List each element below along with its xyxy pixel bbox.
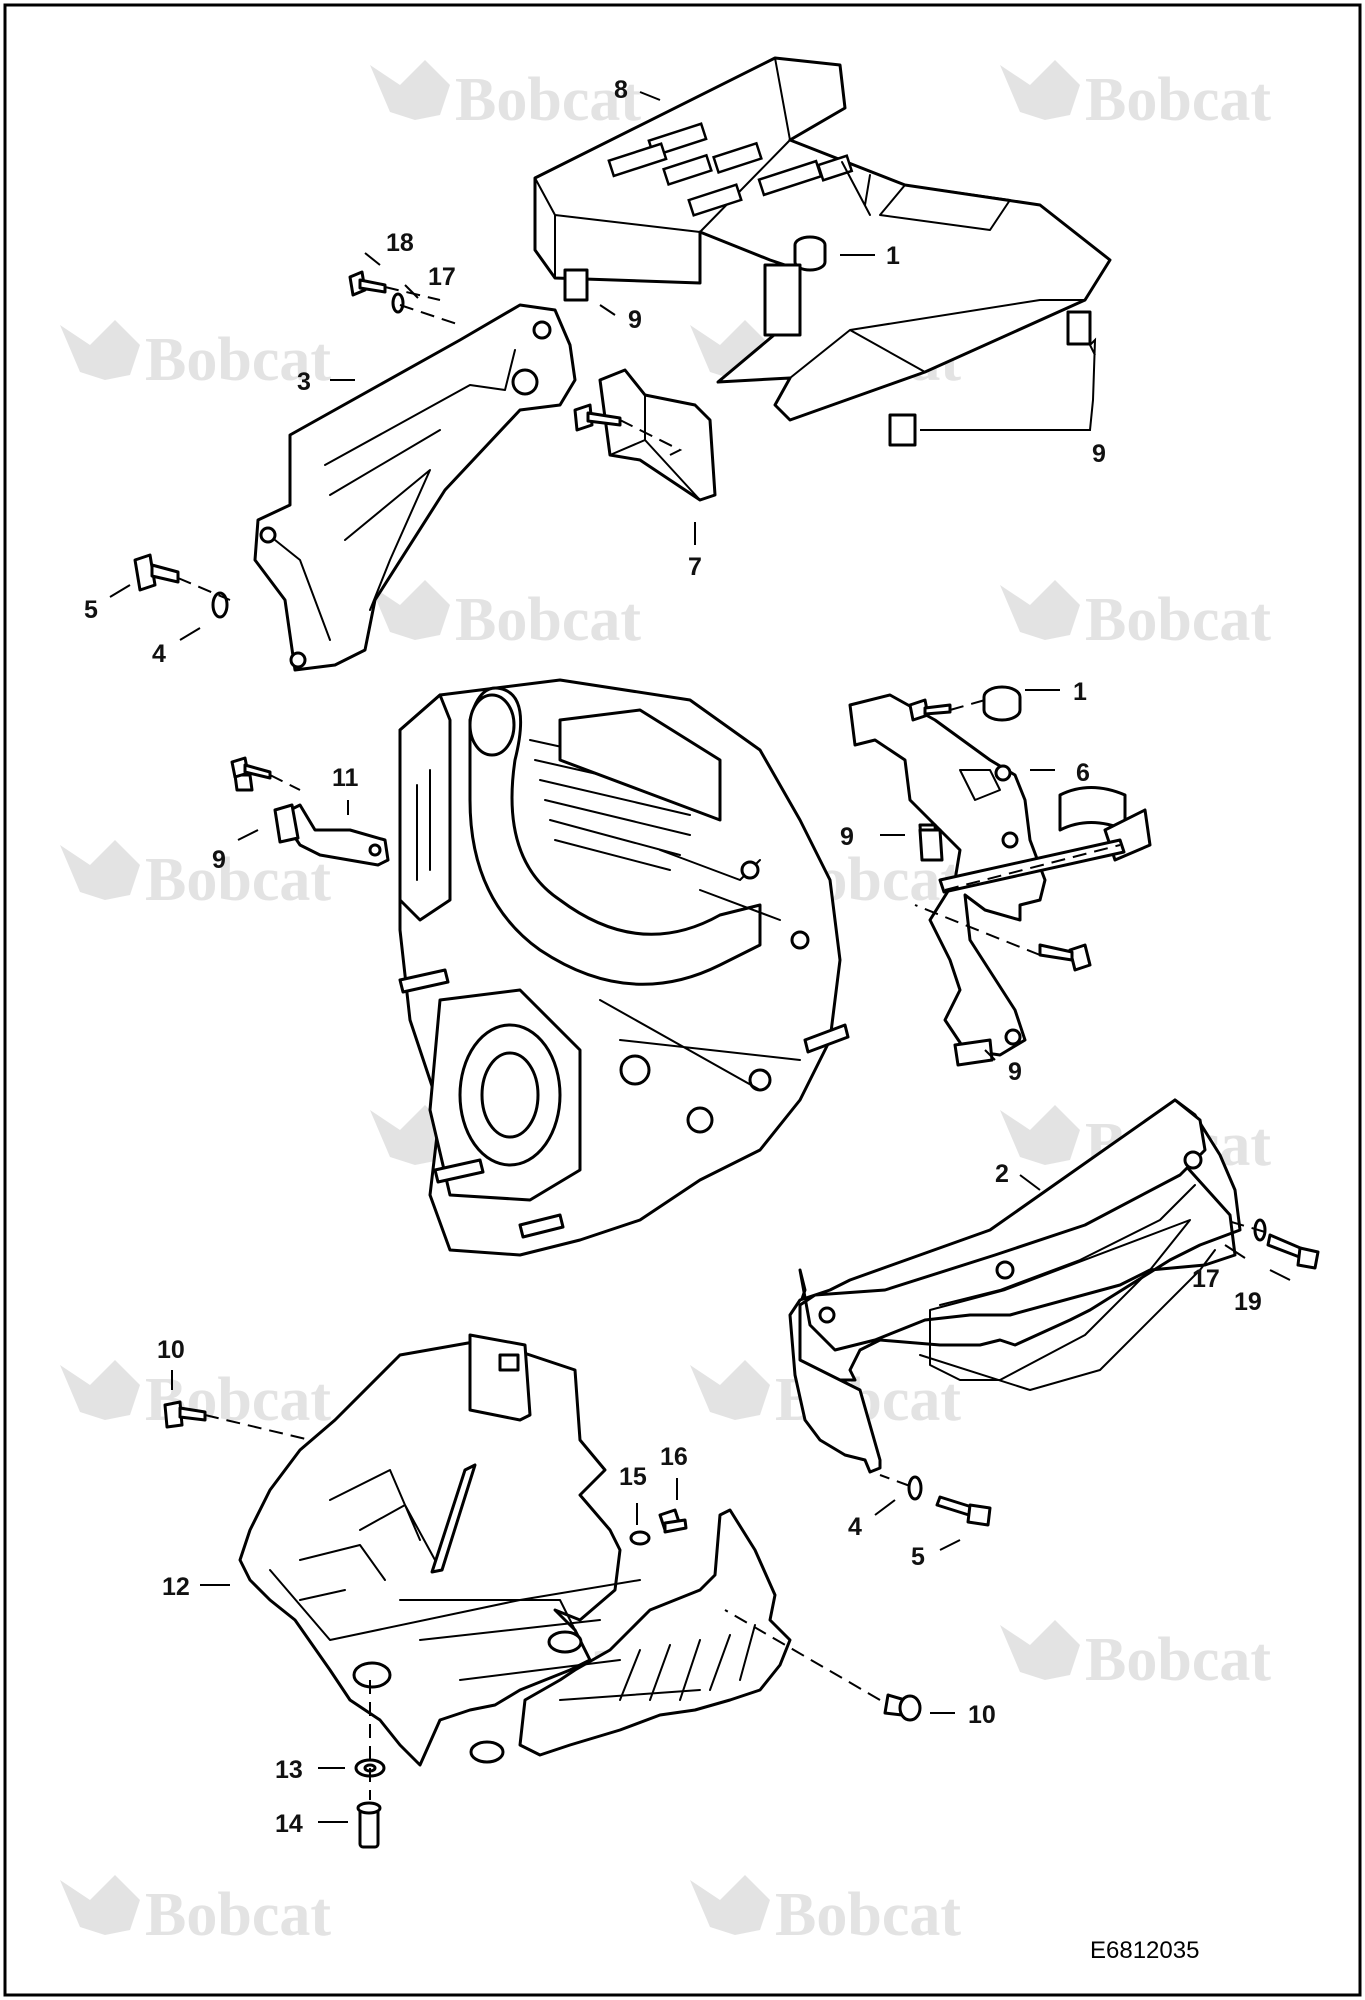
bobcat-logo-icon [60,1360,140,1420]
callout-8: 8 [614,76,628,104]
callout-4: 4 [848,1513,862,1541]
callout-5: 5 [84,596,98,624]
diagram-frame [3,3,1362,1997]
bobcat-logo-icon [1000,580,1080,640]
callout-14: 14 [275,1810,303,1838]
watermark-text: Bobcat [145,846,331,914]
mount-plate-6-part [848,685,1047,1067]
watermark-text: Bobcat [455,66,641,134]
callout-7: 7 [688,553,702,581]
bobcat-logo-icon [370,60,450,120]
callout-16: 16 [660,1443,688,1471]
callout-17: 17 [1192,1265,1220,1293]
bobcat-logo-icon [1000,60,1080,120]
callout-9: 9 [1092,440,1106,468]
bobcat-logo-icon [690,1875,770,1935]
callout-9: 9 [212,846,226,874]
watermark-tile: Bobcat [1000,580,1271,654]
bobcat-logo-icon [370,580,450,640]
watermark-text: Bobcat [1085,586,1271,654]
small-clip-11-part [233,773,390,867]
left-side-bracket-part [253,303,577,672]
bobcat-logo-icon [60,320,140,380]
watermark-text: Bobcat [1085,66,1271,134]
watermark-tile: Bobcat [60,840,331,914]
callout-5: 5 [911,1543,925,1571]
watermark-tile: Bobcat [1000,60,1271,134]
callout-13: 13 [275,1756,303,1784]
callout-19: 19 [1234,1288,1262,1316]
watermark-tile: Bobcat [690,1875,961,1949]
callout-9: 9 [628,306,642,334]
watermark-tile: Bobcat [370,580,641,654]
watermark-text: Bobcat [775,1881,961,1949]
callout-labels: 8 1 18 17 9 3 9 7 5 4 1 6 11 9 9 9 2 17 … [84,76,1262,1838]
bobcat-logo-icon [1000,1620,1080,1680]
callout-9: 9 [840,823,854,851]
explode-lines [177,286,1266,1800]
bobcat-logo-icon [60,840,140,900]
callout-3: 3 [297,368,311,396]
top-cover-part [533,56,1112,447]
callout-1: 1 [1073,678,1087,706]
watermark-tile: Bobcat [1000,1620,1271,1694]
engine-block-part [398,678,850,1257]
bobcat-logo-icon [690,1360,770,1420]
callout-17: 17 [428,263,456,291]
callout-10: 10 [968,1701,996,1729]
watermark-tile: Bobcat [370,60,641,134]
callout-9: 9 [1008,1058,1022,1086]
callout-4: 4 [152,640,166,668]
callout-18: 18 [386,229,414,257]
watermark-tile: Bobcat [60,1875,331,1949]
watermark-tile: Bobcat [60,320,331,394]
lower-guard-12-part [238,1333,792,1767]
callout-15: 15 [619,1463,647,1491]
bobcat-logo-icon [370,1105,450,1165]
spacer-bolt-part [938,786,1152,894]
bobcat-logo-icon [1000,1105,1080,1165]
watermark-text: Bobcat [145,326,331,394]
callout-10: 10 [157,1336,185,1364]
watermark-tile: Bobcat [60,1360,331,1434]
callout-11: 11 [332,764,359,792]
callout-12: 12 [162,1573,190,1601]
figure-id: E6812035 [1090,1937,1199,1964]
right-side-bracket-part [788,1098,1242,1474]
callout-1: 1 [886,242,900,270]
small-bracket-7-part [598,368,717,502]
watermark-text: Bobcat [455,586,641,654]
watermark-text: Bobcat [1085,1626,1271,1694]
callout-6: 6 [1076,759,1090,787]
callout-2: 2 [995,1160,1009,1188]
watermark-text: Bobcat [145,1881,331,1949]
fastener-hardware [133,270,1320,1849]
callout-leaders [109,91,1291,1823]
bobcat-logo-icon [60,1875,140,1935]
